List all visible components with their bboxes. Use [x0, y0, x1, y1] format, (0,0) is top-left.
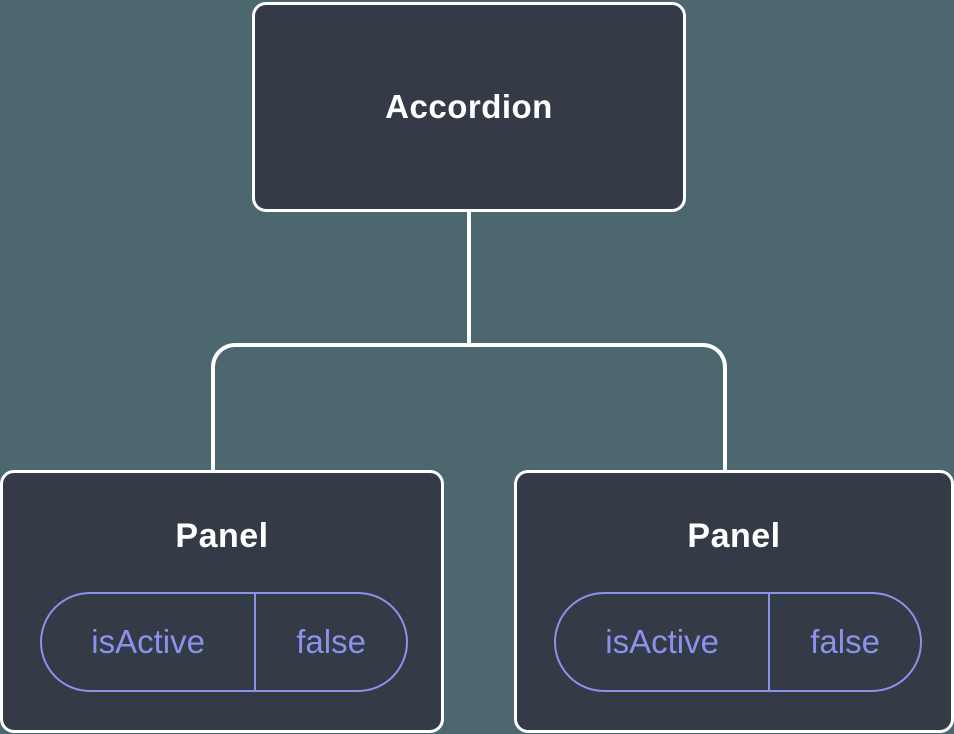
- state-pill: isActive false: [40, 592, 408, 692]
- connector-branch-bracket: [211, 343, 727, 470]
- connector-root-stem: [467, 210, 471, 346]
- state-name: isActive: [556, 594, 771, 690]
- component-node-panel-1: Panel isActive false: [0, 470, 444, 733]
- panel-node-label: Panel: [687, 517, 781, 555]
- panel-node-label: Panel: [175, 517, 269, 555]
- accordion-node-label: Accordion: [385, 88, 553, 125]
- state-value: false: [810, 623, 880, 660]
- component-node-panel-2: Panel isActive false: [514, 470, 954, 733]
- component-node-accordion: Accordion: [252, 2, 686, 212]
- state-name: isActive: [42, 594, 257, 690]
- state-value: false: [296, 623, 366, 660]
- state-pill: isActive false: [554, 592, 922, 692]
